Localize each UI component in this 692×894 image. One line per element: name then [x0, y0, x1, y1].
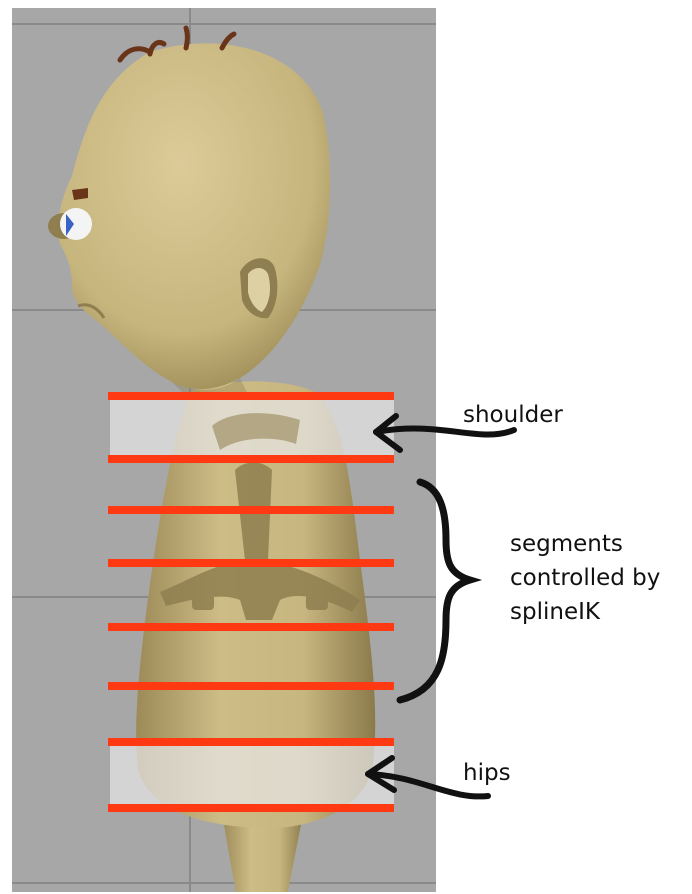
- segments-label: segments controlled by splineIK: [510, 527, 690, 629]
- hips-label: hips: [463, 756, 511, 790]
- segments-label-line: controlled by: [510, 561, 690, 595]
- hip-joint-right: [306, 594, 328, 610]
- segments-label-line: segments: [510, 527, 690, 561]
- hips-band: [110, 742, 394, 808]
- shoulder-label: shoulder: [463, 398, 563, 432]
- hip-joint-left: [192, 594, 214, 610]
- hip-joint-center: [250, 596, 272, 612]
- eyebrow: [72, 188, 88, 200]
- segments-label-line: splineIK: [510, 595, 690, 629]
